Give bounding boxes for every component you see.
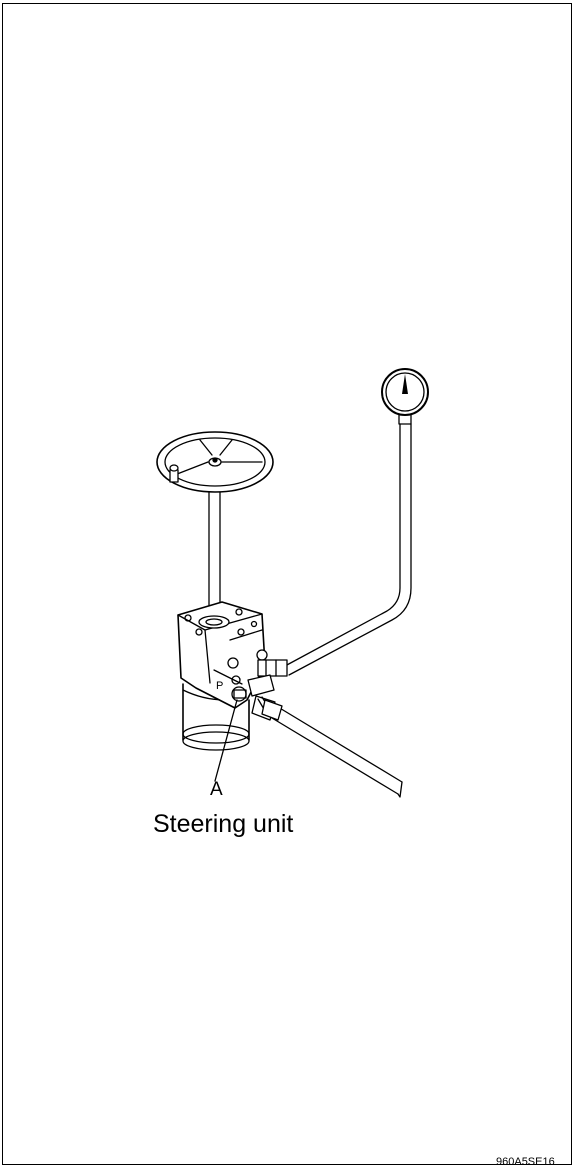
port-p-label: P xyxy=(216,680,224,692)
gauge-hose-fitting xyxy=(257,659,288,677)
pressure-gauge xyxy=(381,368,429,425)
steering-unit xyxy=(177,601,268,751)
figure-frame xyxy=(2,3,572,1165)
callout-leader xyxy=(214,699,238,782)
callout-a-label: A xyxy=(210,779,223,800)
steering-wheel xyxy=(156,431,274,493)
gauge-needle xyxy=(402,374,408,394)
supply-hose xyxy=(271,706,403,798)
figure-caption: Steering unit xyxy=(153,810,294,838)
figure-code: 960A5SE16 xyxy=(496,1156,555,1168)
gauge-hose xyxy=(284,423,412,676)
supply-fitting xyxy=(247,674,283,721)
